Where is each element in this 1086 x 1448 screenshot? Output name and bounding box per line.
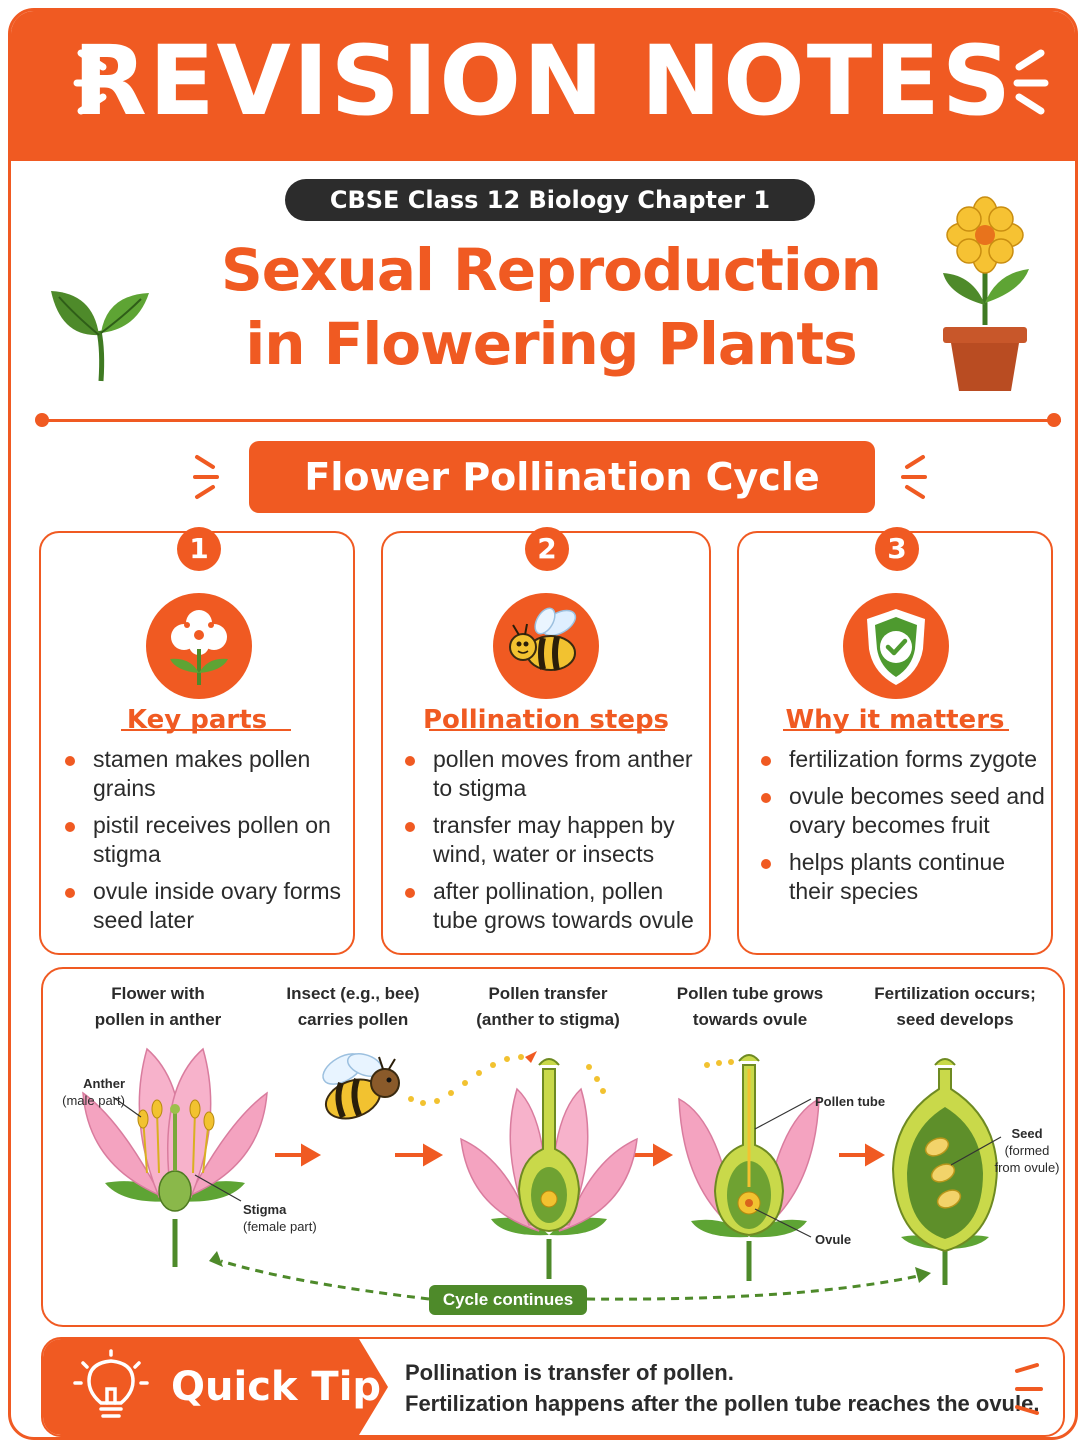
arrow-icon xyxy=(275,1143,886,1167)
step-label-line: pollen in anther xyxy=(94,1010,222,1029)
card-number: 3 xyxy=(875,527,919,571)
card-bullets: pollen moves from anther to stigma trans… xyxy=(403,745,703,943)
stage4-flower-icon xyxy=(678,1054,820,1281)
card-title-rule xyxy=(783,729,1009,731)
step-label-2: Insect (e.g., bee) carries pollen xyxy=(263,981,443,1033)
list-item: transfer may happen by wind, water or in… xyxy=(403,811,703,869)
quick-tip-box: Quick Tip Pollination is transfer of pol… xyxy=(41,1337,1065,1437)
tip-burst-icon xyxy=(1015,1363,1043,1415)
step-label-3: Pollen transfer (anther to stigma) xyxy=(453,981,643,1033)
pollen-tube-callout: Pollen tube xyxy=(815,1094,886,1109)
page-title: REVISION NOTES xyxy=(73,25,1013,137)
card-title-rule xyxy=(121,729,291,731)
stage5-fruit-icon xyxy=(891,1058,1002,1285)
list-item: stamen makes pollen grains xyxy=(63,745,343,803)
step-label-line: Fertilization occurs; xyxy=(874,984,1036,1003)
burst-right-icon xyxy=(1013,49,1049,115)
bee-icon xyxy=(493,593,599,699)
card-why-it-matters: 3 Why it matters fertilization forms zyg… xyxy=(737,527,1053,955)
callout-note: (male part) xyxy=(62,1093,125,1108)
quick-tip-line1: Pollination is transfer of pollen. xyxy=(405,1360,734,1385)
divider-dot-right xyxy=(1047,413,1061,427)
diagram-illustration xyxy=(82,1047,1002,1301)
anther-callout: Anther (male part) xyxy=(45,1075,125,1109)
step-label-line: carries pollen xyxy=(297,1010,409,1029)
list-item: after pollination, pollen tube grows tow… xyxy=(403,877,703,935)
step-label-line: seed develops xyxy=(896,1010,1014,1029)
list-item: ovule becomes seed and ovary becomes fru… xyxy=(759,782,1049,840)
list-item: pistil receives pollen on stigma xyxy=(63,811,343,869)
quick-tip-label: Quick Tip xyxy=(171,1364,382,1410)
pollen-trail-icon xyxy=(408,1054,734,1106)
card-bullets: fertilization forms zygote ovule becomes… xyxy=(759,745,1049,914)
section-title: Flower Pollination Cycle xyxy=(249,441,875,513)
card-title-rule xyxy=(429,729,665,731)
section-burst-left-icon xyxy=(193,455,219,499)
card-key-parts: 1 Key parts stamen makes pollen grains p… xyxy=(39,527,355,955)
quick-tip-line2: Fertilization happens after the pollen t… xyxy=(405,1391,1040,1416)
chapter-pill: CBSE Class 12 Biology Chapter 1 xyxy=(285,179,815,221)
list-item: helps plants continue their species xyxy=(759,848,1049,906)
card-number: 2 xyxy=(525,527,569,571)
step-label-4: Pollen tube grows towards ovule xyxy=(655,981,845,1033)
list-item: pollen moves from anther to stigma xyxy=(403,745,703,803)
flower-icon xyxy=(146,593,252,699)
callout-text: Stigma xyxy=(243,1202,287,1217)
step-label-line: (anther to stigma) xyxy=(476,1010,620,1029)
title-divider xyxy=(41,419,1061,422)
divider-dot-left xyxy=(35,413,49,427)
callout-text: Seed xyxy=(1011,1126,1043,1141)
shield-check-icon xyxy=(843,593,949,699)
pollination-diagram: Flower with pollen in anther Insect (e.g… xyxy=(41,967,1065,1327)
card-bullets: stamen makes pollen grains pistil receiv… xyxy=(63,745,343,943)
callout-note: (formed xyxy=(1004,1143,1050,1158)
cycle-continues-tag: Cycle continues xyxy=(429,1285,587,1315)
lightbulb-icon xyxy=(73,1349,149,1418)
header-banner: REVISION NOTES xyxy=(11,11,1075,161)
step-label-line: Flower with xyxy=(111,984,205,1003)
bee-illustration-icon xyxy=(322,1053,400,1120)
list-item: fertilization forms zygote xyxy=(759,745,1049,774)
callout-note: from ovule) xyxy=(994,1160,1060,1175)
seed-callout: Seed (formed from ovule) xyxy=(993,1125,1061,1176)
main-title: Sexual Reproduction in Flowering Plants xyxy=(171,233,931,381)
main-title-line2: in Flowering Plants xyxy=(245,310,857,378)
callout-text: Anther xyxy=(83,1076,125,1091)
step-label-line: Pollen tube grows xyxy=(676,984,824,1003)
quick-tip-tag: Quick Tip xyxy=(43,1339,388,1435)
card-number: 1 xyxy=(177,527,221,571)
poster-frame: REVISION NOTES CBSE Class 12 Biology Cha… xyxy=(8,8,1078,1440)
callout-note: (female part) xyxy=(243,1219,317,1234)
step-label-line: Insect (e.g., bee) xyxy=(286,984,420,1003)
main-title-line1: Sexual Reproduction xyxy=(221,236,882,304)
step-label-line: Pollen transfer xyxy=(488,984,608,1003)
burst-left-icon xyxy=(73,49,109,115)
sprout-icon xyxy=(51,291,149,382)
card-pollination-steps: 2 Pollination steps pollen moves from an… xyxy=(381,527,711,955)
step-label-line: towards ovule xyxy=(692,1010,808,1029)
list-item: ovule inside ovary forms seed later xyxy=(63,877,343,935)
stage1-flower-icon xyxy=(82,1047,268,1267)
stigma-callout: Stigma (female part) xyxy=(243,1201,333,1235)
section-burst-right-icon xyxy=(901,455,927,499)
stage3-flower-icon xyxy=(460,1058,638,1279)
potted-flower-icon xyxy=(943,196,1029,391)
quick-tip-text: Pollination is transfer of pollen. Ferti… xyxy=(405,1357,1039,1419)
step-label-5: Fertilization occurs; seed develops xyxy=(855,981,1055,1033)
step-label-1: Flower with pollen in anther xyxy=(63,981,253,1033)
ovule-callout: Ovule xyxy=(815,1232,852,1247)
